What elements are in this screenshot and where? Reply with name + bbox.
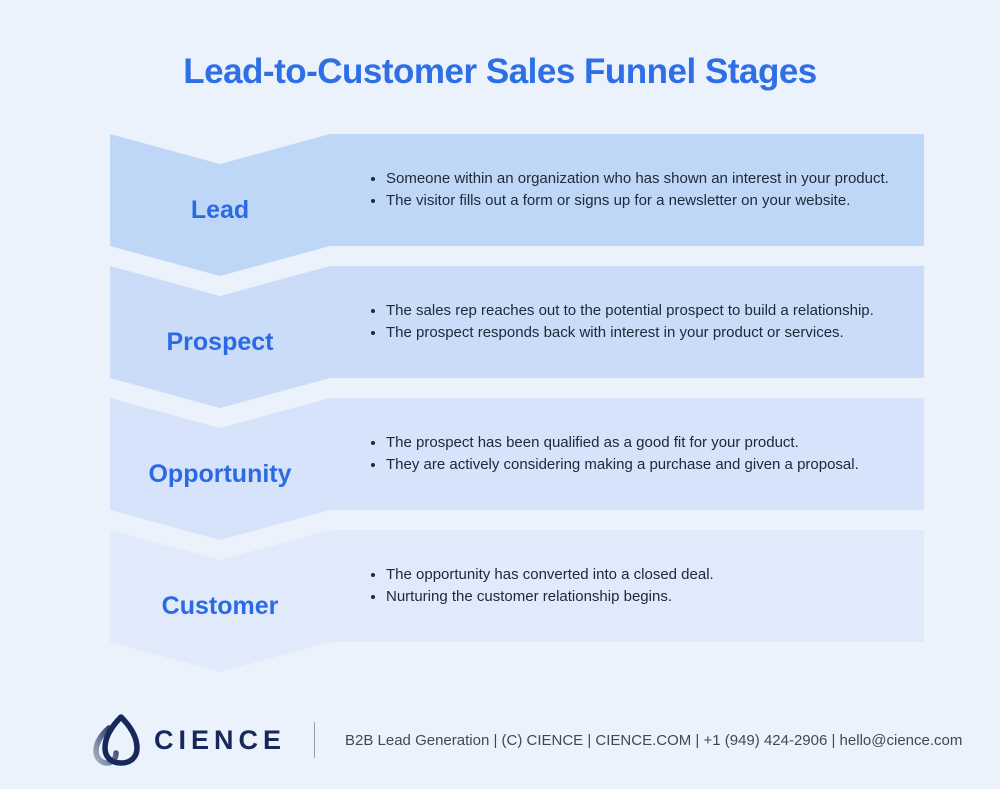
stage-description-prospect: The sales rep reaches out to the potenti… [360, 266, 898, 378]
bullet-item: The visitor fills out a form or signs up… [386, 191, 898, 211]
stage-description-lead: Someone within an organization who has s… [360, 134, 898, 246]
stage-label-lead: Lead [190, 195, 250, 224]
stage-row-opportunity: Opportunity The prospect has been qualif… [110, 398, 924, 540]
stage-row-prospect: Prospect The sales rep reaches out to th… [110, 266, 924, 408]
stage-row-lead: Lead Someone within an organization who … [110, 134, 924, 276]
stage-label-customer: Customer [161, 591, 279, 620]
cience-logo-icon [93, 714, 140, 766]
bullet-item: They are actively considering making a p… [386, 455, 898, 475]
bullet-item: The prospect responds back with interest… [386, 323, 898, 343]
footer: CIENCE B2B Lead Generation | (C) CIENCE … [88, 708, 962, 772]
bullet-item: The sales rep reaches out to the potenti… [386, 301, 898, 321]
footer-info-text: B2B Lead Generation | (C) CIENCE | CIENC… [345, 731, 963, 749]
page-title: Lead-to-Customer Sales Funnel Stages [183, 52, 817, 91]
stage-row-customer: Customer The opportunity has converted i… [110, 530, 924, 672]
bullet-item: The prospect has been qualified as a goo… [386, 433, 898, 453]
brand-wordmark: CIENCE [154, 724, 287, 755]
stage-description-customer: The opportunity has converted into a clo… [360, 530, 898, 642]
stage-description-opportunity: The prospect has been qualified as a goo… [360, 398, 898, 510]
footer-divider [314, 722, 316, 758]
bullet-item: The opportunity has converted into a clo… [386, 565, 898, 585]
bullet-item: Nurturing the customer relationship begi… [386, 587, 898, 607]
bullet-item: Someone within an organization who has s… [386, 169, 898, 189]
stage-label-prospect: Prospect [166, 327, 274, 356]
stage-label-opportunity: Opportunity [148, 459, 292, 488]
